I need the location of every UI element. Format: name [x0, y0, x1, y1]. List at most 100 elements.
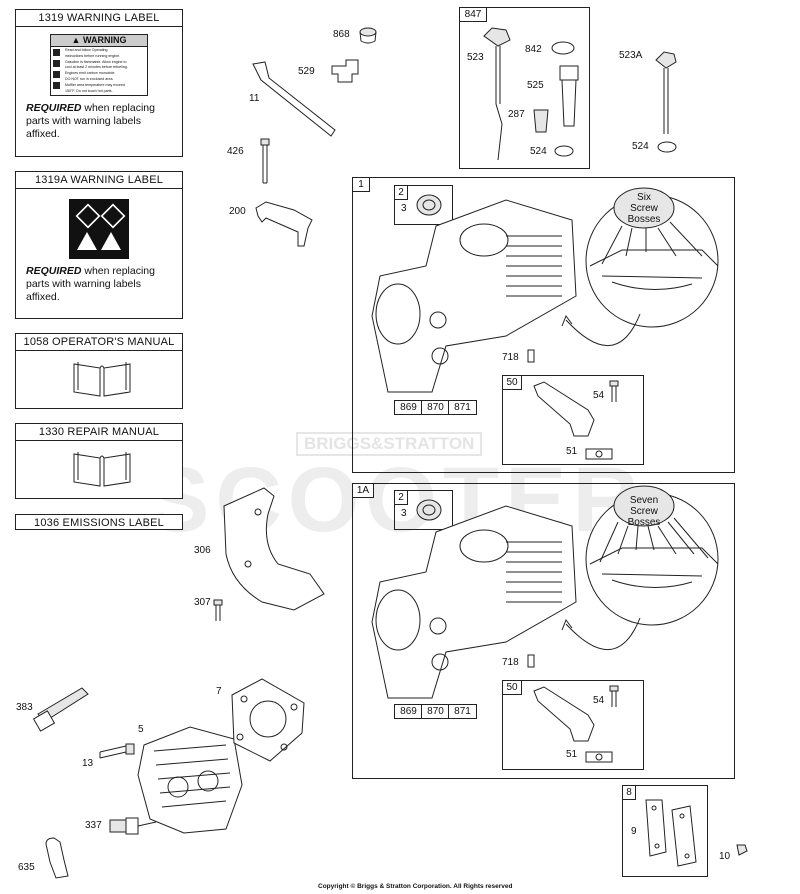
kit-1-frame: [352, 177, 735, 473]
callout-line: Screw: [630, 506, 658, 517]
part-337-spark-plug: [109, 817, 157, 835]
warning-sticker-header-text: WARNING: [82, 35, 127, 45]
six-screw-bosses-text: Six Screw Bosses: [618, 192, 670, 225]
warning-label-1319-box: 1319 WARNING LABEL ▲ WARNING Read and fo…: [15, 9, 183, 157]
part-51-gasket-b: [585, 751, 613, 763]
part-9-gasket: [645, 799, 697, 867]
part-524-o-ring: [554, 145, 574, 157]
part-54-screw: [609, 380, 619, 402]
part-label: 426: [227, 146, 244, 157]
part-label: 523: [467, 52, 484, 63]
copyright-text: Copyright © Briggs & Stratton Corporatio…: [318, 883, 513, 890]
part-13-bolt: [99, 743, 135, 759]
sticker-line: cool at least 2 minutes before refueling…: [65, 65, 128, 70]
part-525-tube: [559, 65, 579, 127]
part-5-cylinder-head: [137, 726, 243, 834]
sticker-line: Muffler area temperature may exceed: [65, 82, 125, 87]
manual-pictogram-icon: [75, 203, 101, 229]
dowel-718: [527, 349, 535, 363]
part-label: 54: [593, 390, 605, 401]
callout-line: Screw: [630, 203, 658, 214]
crankcase-1a-block: [371, 505, 577, 699]
hot-surface-pictogram-icon: [101, 232, 121, 250]
required-rest: when replacing parts with warning labels…: [26, 265, 155, 303]
callout-line: Six: [637, 192, 651, 203]
part-635-boot: [45, 837, 69, 879]
part-label: 523A: [619, 50, 643, 61]
part-287-fitting: [533, 109, 549, 133]
callout-line: Bosses: [627, 517, 661, 528]
sticker-line: Gasoline is flammable. Allow engine to: [65, 59, 127, 64]
warning-label-1319a-box: 1319A WARNING LABEL REQUIRED when replac…: [15, 171, 183, 319]
kit-number: 50: [502, 680, 522, 695]
part-54-screw-b: [609, 685, 619, 707]
callout-line: Bosses: [627, 214, 661, 225]
part-label: 54: [593, 695, 605, 706]
part-11-tube: [252, 61, 336, 137]
part-label: 3: [401, 508, 407, 519]
part-200-bracket: [255, 201, 313, 247]
part-50-oil-tube: [533, 381, 595, 437]
kit-number: 847: [459, 7, 487, 22]
part-label: 524: [530, 146, 547, 157]
dowel-718-b: [527, 654, 535, 668]
kit-number: 2: [394, 185, 408, 200]
book-icon: [73, 452, 131, 487]
fire-icon: [53, 60, 60, 67]
part-label: 337: [85, 820, 102, 831]
dipstick-kit-847-frame: [459, 7, 590, 169]
part-10-screw: [736, 844, 748, 856]
sticker-line: Engines emit carbon monoxide.: [65, 71, 116, 76]
part-523-dipstick: [483, 27, 511, 161]
sticker-line: instructions before running engine.: [65, 53, 121, 58]
manual-icon: [53, 49, 60, 56]
warning-sticker: ▲ WARNING Read and follow Operating inst…: [50, 34, 148, 96]
part-524-o-ring-b: [657, 141, 677, 153]
part-842-o-ring: [551, 41, 575, 55]
part-label: 287: [508, 109, 525, 120]
part-50-oil-tube-b: [533, 686, 595, 742]
part-7-gasket: [231, 678, 305, 762]
emissions-label-title: 1036 EMISSIONS LABEL: [34, 517, 164, 529]
part-label: 842: [525, 44, 542, 55]
callout-line: Seven: [629, 495, 659, 506]
part-box-870: 870: [421, 704, 450, 719]
required-rest: when replacing parts with warning labels…: [26, 102, 155, 140]
part-523a-dipstick: [655, 51, 677, 134]
watermark-brand: BRIGGS&STRATTON: [296, 432, 483, 456]
kit-number: 50: [502, 375, 522, 390]
sticker-line: 150°F. Do not touch hot parts.: [65, 88, 113, 93]
part-label: 307: [194, 597, 211, 608]
repair-manual-title: 1330 REPAIR MANUAL: [16, 424, 182, 441]
callout-arrow-1a: [561, 617, 641, 651]
part-label: 51: [566, 446, 578, 457]
part-label: 5: [138, 724, 144, 735]
part-box-871: 871: [448, 704, 477, 719]
part-868-cap: [359, 27, 377, 44]
part-box-871: 871: [448, 400, 477, 415]
operators-manual-title: 1058 OPERATOR'S MANUAL: [16, 334, 182, 351]
pictogram-panel: [69, 199, 129, 259]
part-label: 10: [719, 851, 731, 862]
part-box-870: 870: [421, 400, 450, 415]
part-426-bolt: [260, 138, 270, 184]
sticker-line: Read and follow Operating: [65, 48, 108, 52]
callout-circle-six: [585, 187, 719, 328]
required-text: REQUIRED: [26, 265, 82, 277]
part-label: 718: [502, 352, 519, 363]
kit-number: 1: [352, 177, 370, 192]
kit-number: 2: [394, 490, 408, 505]
warning-label-1319-note: REQUIRED when replacing parts with warni…: [16, 102, 182, 141]
part-383-breather: [32, 687, 89, 732]
kit-number: 1A: [352, 483, 374, 498]
callout-arrow-1: [561, 313, 641, 347]
part-label: 306: [194, 545, 211, 556]
book-icon: [73, 362, 131, 397]
part-label: 7: [216, 686, 222, 697]
part-3-seal: [416, 194, 442, 216]
warning-label-1319a-title: 1319A WARNING LABEL: [16, 172, 182, 189]
operators-manual-box: 1058 OPERATOR'S MANUAL: [15, 333, 183, 409]
hot-surface-icon: [53, 82, 60, 89]
kit-number: 8: [622, 785, 636, 800]
part-529-elbow: [331, 59, 359, 83]
